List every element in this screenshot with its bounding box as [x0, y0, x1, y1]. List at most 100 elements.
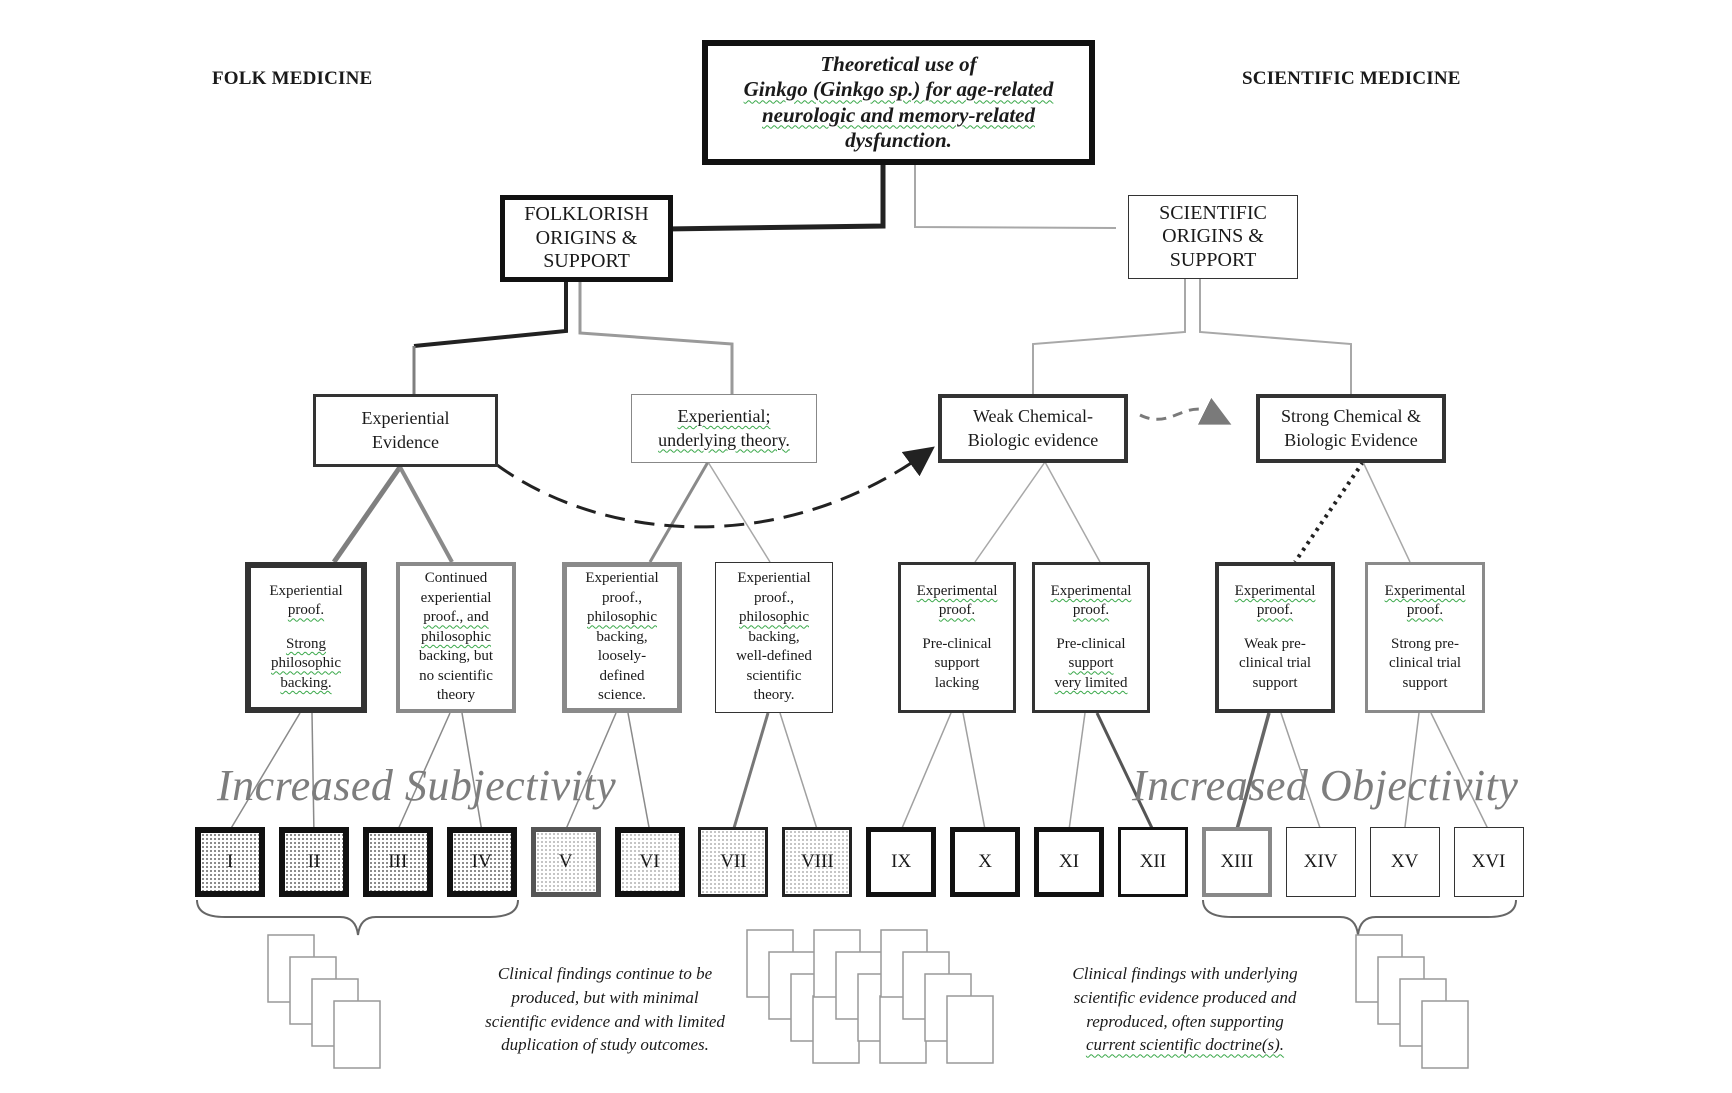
level3-box-8-top-line-1: Experimental [1384, 582, 1466, 599]
level3-box-4-top-line-6: scientific [746, 667, 802, 684]
connector-to-leaf-iii [397, 712, 451, 831]
leaf-box-v: V [530, 827, 601, 897]
level3-box-3-top-line-3: philosophic [587, 609, 657, 626]
caption-right-line-1: Clinical findings with underlying [1072, 964, 1298, 983]
sci-line-3: SUPPORT [1169, 248, 1257, 271]
level3-box-4-top-line-1: Experiential [737, 570, 811, 587]
level3-box-6-bottom-line-1: Pre-clinical [1056, 635, 1126, 652]
l2-2-line-2: Biologic evidence [967, 429, 1099, 450]
leaf-label: XV [1390, 850, 1419, 872]
scientific-medicine-heading: SCIENTIFIC MEDICINE [1242, 68, 1461, 89]
level3-box-8-bottom-line-1: Strong pre- [1391, 635, 1459, 652]
paper-page-icon [946, 995, 994, 1064]
leaf-box-vii: VII [698, 827, 769, 897]
level3-box-1-bottom-line-1: Strong [285, 635, 326, 652]
increased-objectivity-label: Increased Objectivity [1132, 761, 1519, 810]
leaf-label: II [307, 850, 321, 872]
level3-box-1-bottom-line-3: backing. [280, 674, 332, 691]
root-line-3: neurologic and memory-related [762, 102, 1035, 127]
level3-box-5-bottom-line-1: Pre-clinical [922, 635, 992, 652]
root-line-2: Ginkgo (Ginkgo sp.) for age-related [743, 77, 1054, 102]
leaf-box-iii: III [362, 827, 433, 897]
level3-box-2-top-line-2: experiential [420, 589, 492, 606]
l2-3-line-1: Strong Chemical & [1281, 406, 1421, 427]
connector-sci-weak [1032, 277, 1186, 394]
leaf-box-xiii: XIII [1201, 827, 1272, 897]
level3-box-2: Continued experiential proof., and philosop… [396, 562, 516, 713]
connector-to-leaf-vi [627, 712, 651, 831]
level3-box-2-top-line-3: proof., and [423, 609, 489, 626]
leaf-box-iv: IV [446, 827, 517, 897]
sci-line-2: ORIGINS & [1162, 225, 1264, 248]
connector-to-leaf-xii [1095, 712, 1155, 831]
leaf-box-ix: IX [866, 827, 937, 897]
level3-box-2-top-line-7: theory [436, 687, 476, 704]
level3-box-8-bottom-line-3: support [1402, 674, 1448, 691]
dashed-arrow-experiential-to-weak [496, 446, 935, 529]
leaf-box-ii: II [278, 827, 349, 897]
l2-0-line-2: Evidence [372, 431, 439, 452]
leaf-box-viii: VIII [782, 827, 853, 897]
leaf-label: IV [471, 850, 492, 872]
level3-box-6-bottom-line-2: support [1068, 655, 1114, 672]
leaf-label: I [226, 850, 234, 872]
level3-box-5-top-line-1: Experimental [916, 582, 998, 599]
caption-right-line-3: reproduced, often supporting [1086, 1011, 1284, 1031]
connector-to-leaf-xiv [1280, 712, 1322, 831]
connector-l2b-l3d [707, 461, 771, 563]
connector-to-leaf-xv [1403, 712, 1420, 831]
level3-box-7-top-line-1: Experimental [1234, 582, 1316, 599]
paper-page-icon [333, 1000, 381, 1069]
connector-l2d-l3h [1362, 461, 1411, 563]
level3-box-2-top-line-4: philosophic [421, 628, 491, 645]
connector-l2b-l3c [648, 461, 710, 563]
brace-right [1202, 899, 1517, 936]
leaf-label: III [388, 850, 408, 872]
dashed-arrow-weak-to-strong [1139, 397, 1232, 425]
leaf-label: V [558, 850, 573, 872]
folk-medicine-heading: FOLK MEDICINE [212, 68, 373, 89]
leaf-label: X [978, 850, 992, 872]
level3-box-6-top-line-2: proof. [1072, 602, 1110, 619]
connector-l2d-l3g [1293, 460, 1365, 564]
connector-root-folk [664, 164, 886, 232]
connector-to-leaf-xiii [1235, 712, 1271, 831]
connector-to-leaf-ix [900, 712, 952, 831]
connector-folk-experiential-evidence [413, 280, 568, 348]
l2-2-line-1: Weak Chemical- [973, 406, 1093, 427]
folk-line-1: FOLKLORISH [524, 203, 649, 226]
connector-to-leaf-iv [461, 712, 483, 831]
leaf-box-xi: XI [1034, 827, 1104, 897]
level3-box-6-bottom-line-3: very limited [1054, 674, 1128, 691]
caption-left-line-2: produced, but with minimal [511, 987, 699, 1007]
level3-box-2-top-line-1: Continued [424, 570, 488, 587]
connector-to-leaf-i [229, 712, 301, 831]
leaf-box-x: X [950, 827, 1021, 897]
sci-line-1: SCIENTIFIC [1159, 201, 1267, 224]
level3-box-3-top-line-5: loosely- [597, 648, 647, 665]
level3-box-2-top-line-6: no scientific [419, 667, 493, 684]
connector-l2a-l3b [398, 466, 454, 563]
l2-1-line-2: underlying theory. [658, 429, 790, 450]
paper-stack-group [267, 929, 1469, 1069]
connector-to-leaf-viii [779, 712, 819, 831]
caption-right-line-4: current scientific doctrine(s). [1085, 1035, 1285, 1055]
level3-box-6-top-line-1: Experimental [1050, 582, 1132, 599]
level3-box-1-bottom-line-2: philosophic [271, 655, 341, 672]
level3-box-8-top-line-2: proof. [1406, 602, 1444, 619]
connector-to-leaf-x [962, 712, 986, 831]
brace-left [196, 899, 519, 936]
increased-subjectivity-label: Increased Subjectivity [217, 761, 617, 810]
l2-0-line-1: Experiential [361, 408, 450, 429]
connector-to-leaf-xi [1068, 712, 1086, 831]
leaf-label: XIV [1303, 850, 1338, 872]
scientific-origins-box: SCIENTIFIC ORIGINS & SUPPORT [1128, 195, 1298, 279]
leaf-box-i: I [195, 827, 265, 897]
connector-l2c-l3f [1044, 461, 1101, 563]
root-box: Theoretical use of Ginkgo (Ginkgo sp.) f… [702, 40, 1095, 165]
level3-box-4-top-line-2: proof., [754, 589, 794, 606]
leaf-label: XII [1139, 850, 1167, 872]
leaf-label: XI [1058, 850, 1080, 872]
caption-left-line-4: duplication of study outcomes. [501, 1035, 709, 1055]
